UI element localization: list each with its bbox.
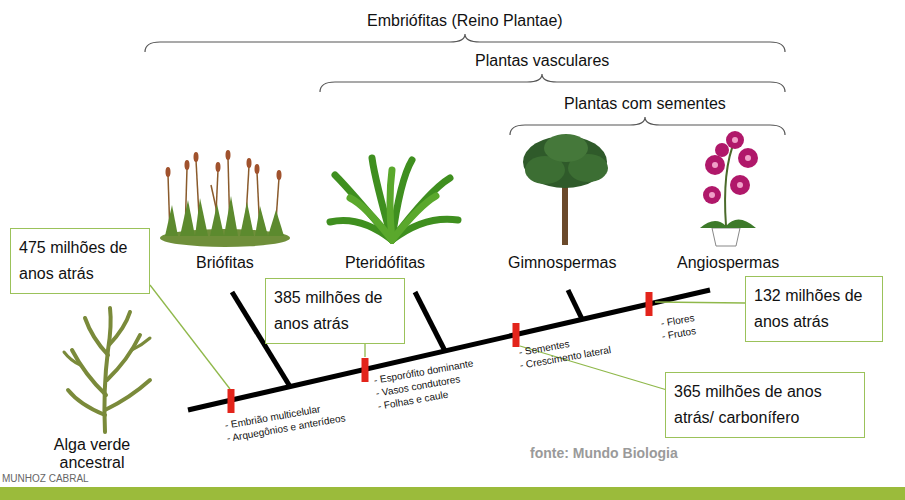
taxon-name: Briófitas: [196, 254, 254, 272]
tree-illustration: [544, 134, 588, 162]
moss-illustration: [180, 200, 195, 236]
orchid-illustration: [700, 219, 756, 228]
leader-line: [655, 302, 745, 303]
moss-illustration: [277, 170, 282, 180]
cladogram-tree: [415, 292, 445, 351]
taxon-name: Angiospermas: [677, 254, 779, 272]
group-bracket: [145, 34, 785, 135]
orchid-illustration: [737, 182, 743, 188]
fern-illustration: [392, 178, 450, 240]
moss-illustration: [210, 204, 224, 236]
orchid-illustration: [712, 162, 718, 168]
callout-text: 132 milhões de anos atrás: [754, 287, 863, 330]
orchid-illustration: [712, 228, 740, 246]
group-label: Embriófitas (Reino Plantae): [367, 12, 563, 30]
orchid-illustration: [705, 155, 725, 175]
moss-illustration: [168, 158, 279, 235]
tree-illustration: [562, 180, 568, 245]
leader-line: [364, 342, 365, 357]
synapomorphy-mark: [513, 323, 520, 347]
source-note: fonte: Mundo Biologia: [530, 445, 678, 461]
callout-text: 385 milhões de anos atrás: [274, 289, 383, 332]
moss-illustration: [185, 160, 190, 170]
moss-illustration: [165, 196, 284, 236]
moss-illustration: [240, 202, 254, 236]
moss-illustration: [247, 158, 252, 168]
orchid-illustration: [732, 137, 738, 143]
moss-illustration: [255, 206, 268, 236]
taxon-name: Gimnospermas: [508, 254, 616, 272]
callout-text: 365 milhões de anos atrás/ carbonífero: [674, 383, 822, 426]
group-label: Plantas com sementes: [564, 95, 726, 113]
cladogram-tree: [568, 290, 582, 319]
moss-illustration: [224, 196, 238, 236]
moss-illustration: [165, 205, 178, 236]
time-callout: 475 milhões de anos atrás: [10, 228, 150, 294]
time-callout: 132 milhões de anos atrás: [745, 276, 883, 342]
group-bracket: [320, 74, 785, 92]
group-label: Plantas vasculares: [475, 52, 609, 70]
alga-illustration: [68, 390, 105, 415]
moss-illustration: [255, 164, 260, 174]
orchid-illustration: [745, 155, 751, 161]
moss-illustration: [194, 152, 199, 162]
orchid-illustration: [709, 192, 715, 198]
orchid-illustration: [715, 143, 729, 157]
alga-illustration: [109, 312, 130, 345]
time-callout: 365 milhões de anos atrás/ carbonífero: [665, 372, 865, 438]
orchid-illustration: [703, 131, 758, 204]
fern-illustration: [330, 158, 458, 240]
taxon-name: Alga verde ancestral: [37, 436, 147, 473]
time-callout: 385 milhões de anos atrás: [265, 278, 405, 344]
orchid-illustration: [700, 131, 758, 246]
moss-illustration: [166, 150, 282, 180]
fern-illustration: [392, 196, 436, 240]
synapomorphy-mark: [646, 292, 653, 316]
alga-illustration: [132, 338, 150, 350]
moss-illustration: [166, 167, 171, 177]
synapomorphy-mark: [362, 358, 369, 382]
moss-illustration: [195, 198, 208, 236]
moss-illustration: [216, 162, 221, 172]
alga-illustration: [64, 308, 150, 432]
callout-text: 475 milhões de anos atrás: [19, 239, 128, 282]
alga-illustration: [64, 352, 80, 365]
orchid-illustration: [709, 137, 751, 198]
footer-bar: [0, 487, 905, 500]
fern-illustration: [390, 170, 392, 240]
watermark: MUNHOZ CABRAL: [2, 473, 89, 484]
alga-illustration: [72, 350, 106, 395]
moss-illustration: [226, 150, 231, 160]
group-bracket: [145, 34, 785, 52]
group-bracket: [510, 117, 785, 135]
alga-illustration: [85, 318, 108, 355]
tree-illustration: [523, 134, 608, 245]
leader-line: [150, 285, 230, 389]
moss-illustration: [268, 210, 284, 236]
alga-illustration: [105, 380, 150, 410]
synapomorphy-mark: [228, 389, 235, 413]
orchid-illustration: [726, 131, 744, 149]
orchid-illustration: [738, 148, 758, 168]
fern-illustration: [350, 198, 392, 240]
orchid-illustration: [730, 175, 750, 195]
orchid-illustration: [703, 186, 721, 204]
taxon-name: Pteridófitas: [345, 254, 425, 272]
moss-illustration: [160, 150, 290, 247]
